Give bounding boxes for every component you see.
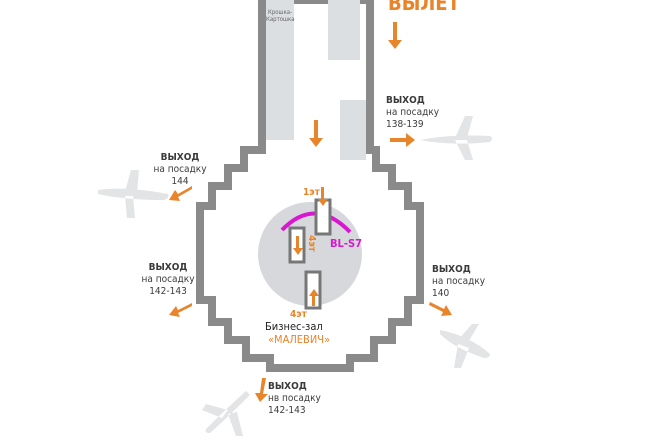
floor-label-1: 1эт: [303, 187, 320, 198]
floor-label-4-lower: 4эт: [290, 309, 307, 320]
arrow-left-icon: [169, 303, 192, 317]
arrow-down-icon: [255, 378, 268, 402]
arrow-down-icon: [309, 120, 323, 147]
escalators: [288, 198, 332, 310]
orange-arrows: [169, 22, 452, 402]
lounge-title: Бизнес-зал: [265, 320, 323, 333]
floor-label-4: 4эт: [305, 235, 317, 252]
departure-heading: ВЫЛЕТ: [388, 0, 460, 15]
arrow-right-icon: [390, 133, 415, 147]
lounge-name[interactable]: «МАЛЕВИЧ»: [268, 333, 331, 346]
arrow-left-icon: [169, 186, 192, 201]
arrow-down-icon: [388, 22, 402, 49]
plane-icons: [98, 116, 492, 436]
lounge-title-text: Бизнес-зал: [265, 320, 323, 333]
zone-label: BL-S7: [330, 237, 362, 250]
terminal-floor: [196, 0, 424, 372]
shop-label: Крошка-Картошка: [266, 9, 295, 23]
arrow-right-icon: [429, 302, 452, 316]
